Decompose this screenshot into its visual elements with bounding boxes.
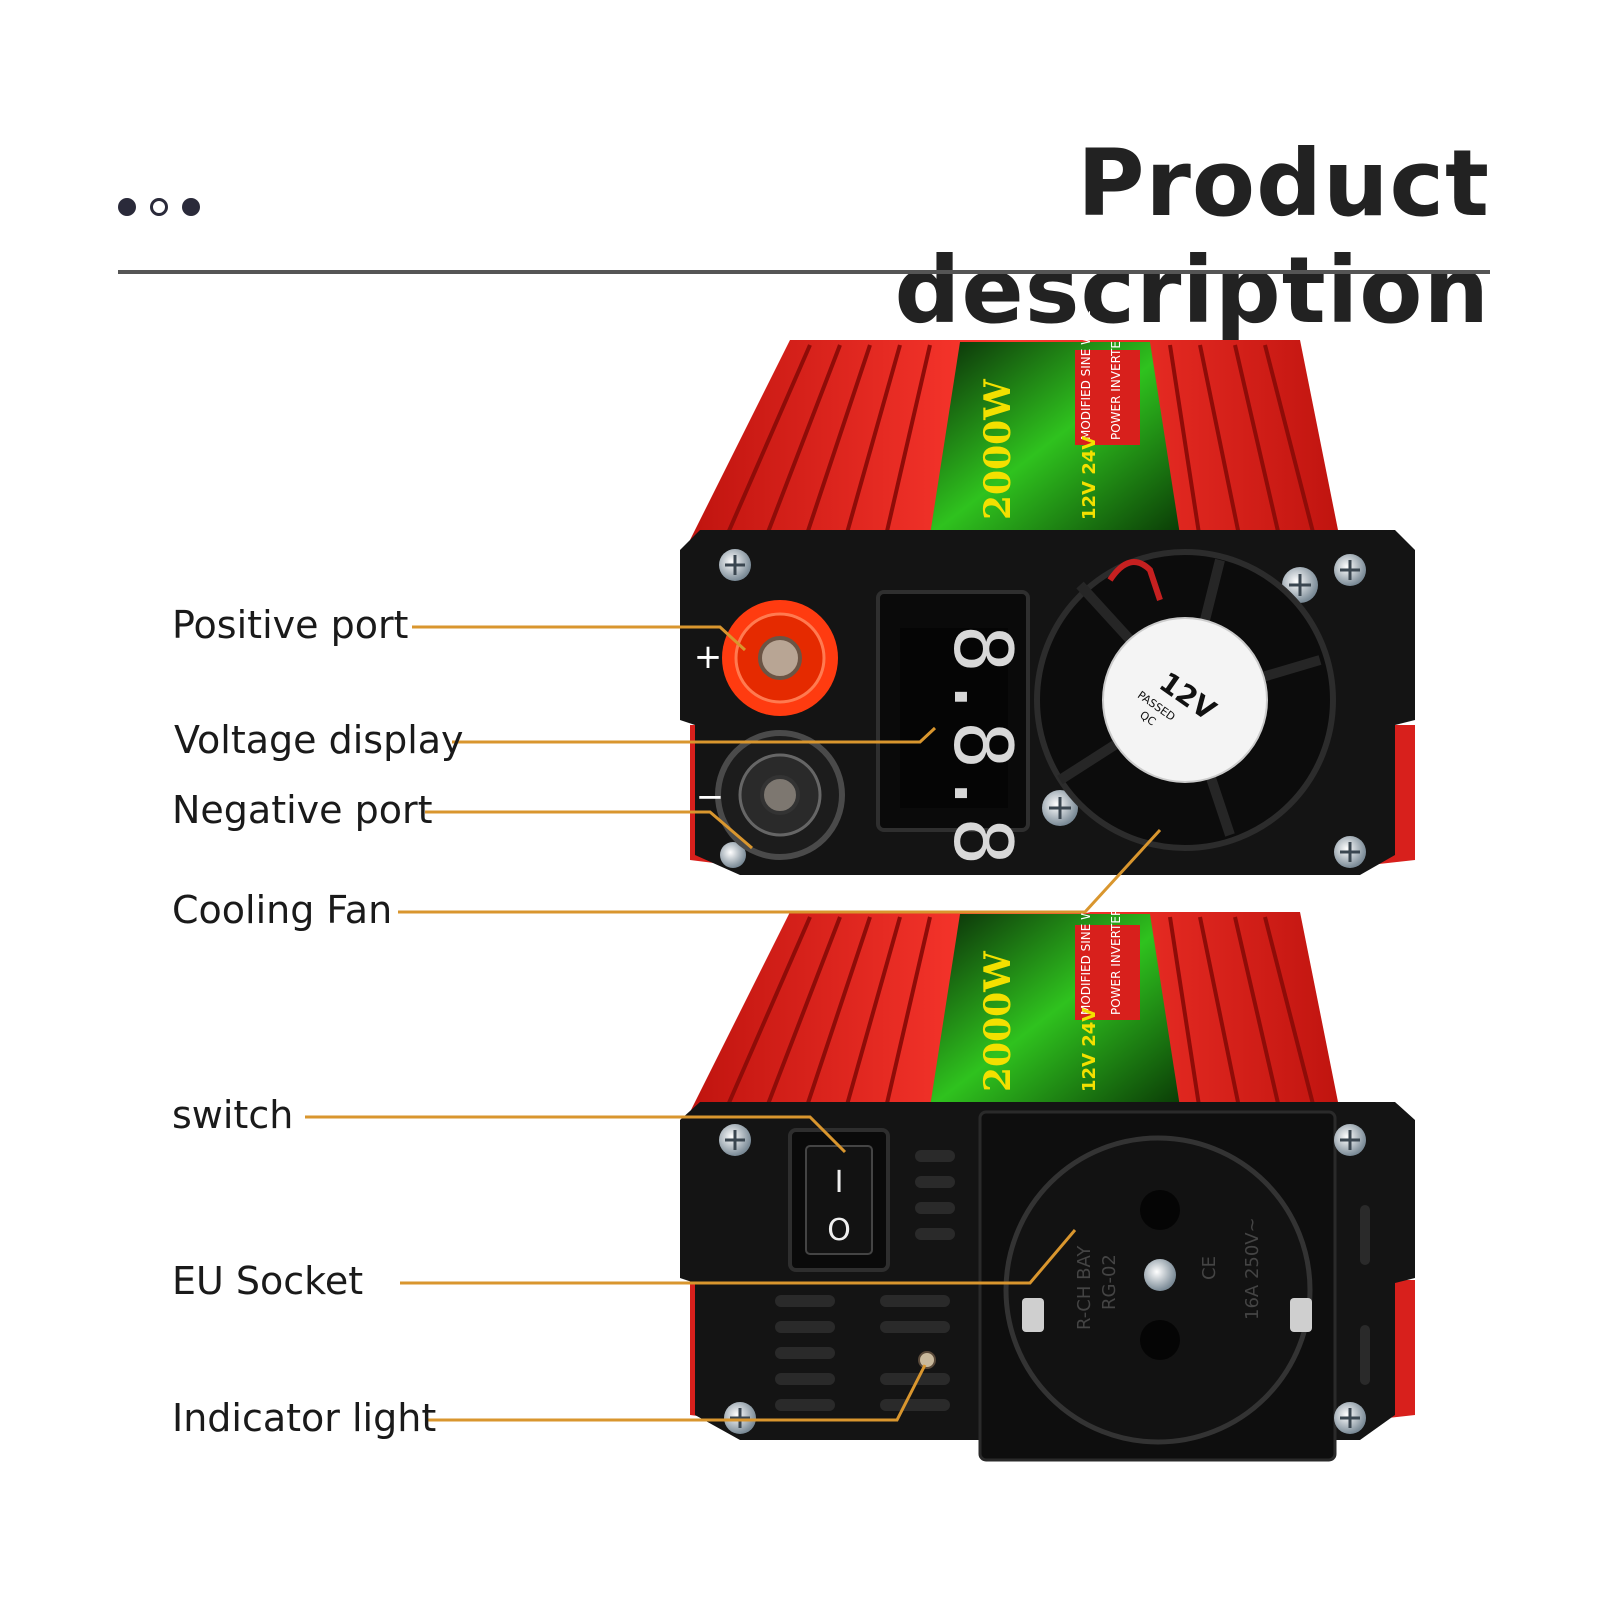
screw-icon bbox=[1334, 554, 1366, 586]
page-title: Product description bbox=[894, 130, 1490, 344]
power-rating: 2000W bbox=[977, 951, 1019, 1092]
panel-red-tag bbox=[1075, 350, 1140, 445]
label-switch: switch bbox=[172, 1093, 294, 1137]
switch-off-mark: O bbox=[827, 1213, 851, 1248]
inverter-top-view: MODIFIED SINE WAVE POWER INVERTER 2000W … bbox=[680, 310, 1415, 875]
leader-voltage bbox=[452, 726, 937, 744]
plus-sign: + bbox=[694, 637, 723, 677]
negative-terminal bbox=[715, 730, 845, 860]
dot-icon bbox=[182, 198, 200, 216]
label-indicator-light: Indicator light bbox=[172, 1396, 437, 1440]
display-digits: 8.8.8 bbox=[936, 625, 1029, 866]
switch-on-mark: I bbox=[835, 1165, 844, 1200]
screw-icon bbox=[719, 1124, 751, 1156]
dot-hollow-icon bbox=[150, 198, 168, 216]
leader-switch bbox=[305, 1115, 847, 1154]
screw-icon bbox=[1334, 836, 1366, 868]
indicator-light bbox=[918, 1351, 936, 1369]
voltage-badges: 12V 24V bbox=[1079, 436, 1100, 520]
power-rating: 2000W bbox=[977, 379, 1019, 520]
label-positive-port: Positive port bbox=[172, 603, 409, 647]
dot-icon bbox=[118, 198, 136, 216]
leader-indicator bbox=[425, 1364, 927, 1422]
panel-red-tag bbox=[1075, 925, 1140, 1020]
inverter-bottom-view: MODIFIED SINE WAVE POWER INVERTER 2000W … bbox=[680, 885, 1415, 1462]
screw-icon bbox=[724, 1402, 756, 1434]
screw-icon bbox=[1042, 790, 1078, 826]
leader-socket bbox=[400, 1229, 1077, 1285]
eu-socket bbox=[978, 1110, 1337, 1462]
screw-icon bbox=[719, 549, 751, 581]
cooling-fan bbox=[1034, 549, 1336, 851]
panel-text-2: POWER INVERTER bbox=[1109, 333, 1123, 440]
panel-text-1: MODIFIED SINE WAVE bbox=[1079, 885, 1093, 1015]
leader-fan bbox=[398, 828, 1162, 914]
leader-lines bbox=[305, 625, 1162, 1422]
screw-icon bbox=[1334, 1124, 1366, 1156]
leader-positive bbox=[412, 625, 747, 652]
voltage-badges: 12V 24V bbox=[1079, 1008, 1100, 1092]
header-divider bbox=[118, 270, 1490, 274]
vent-slots bbox=[775, 1150, 1370, 1411]
socket-ce-mark: CE bbox=[1199, 1256, 1220, 1280]
label-panel bbox=[930, 342, 1180, 535]
label-voltage-display: Voltage display bbox=[174, 718, 464, 762]
label-panel bbox=[930, 914, 1180, 1107]
panel-text-1: MODIFIED SINE WAVE bbox=[1079, 310, 1093, 440]
label-eu-socket: EU Socket bbox=[172, 1259, 364, 1303]
voltage-display bbox=[876, 590, 1030, 832]
socket-text-3: 16A 250V~ bbox=[1242, 1217, 1263, 1320]
power-switch bbox=[788, 1128, 890, 1272]
minus-sign: − bbox=[696, 777, 725, 817]
positive-terminal bbox=[722, 600, 838, 716]
screw-icon bbox=[1334, 1402, 1366, 1434]
label-negative-port: Negative port bbox=[172, 788, 433, 832]
leader-negative bbox=[425, 810, 753, 850]
label-cooling-fan: Cooling Fan bbox=[172, 888, 393, 932]
panel-text-2: POWER INVERTER bbox=[1109, 908, 1123, 1015]
socket-text-1: R-CH BAY bbox=[1074, 1245, 1095, 1330]
socket-text-2: RG-02 bbox=[1099, 1254, 1120, 1310]
screw-icon bbox=[720, 842, 746, 868]
